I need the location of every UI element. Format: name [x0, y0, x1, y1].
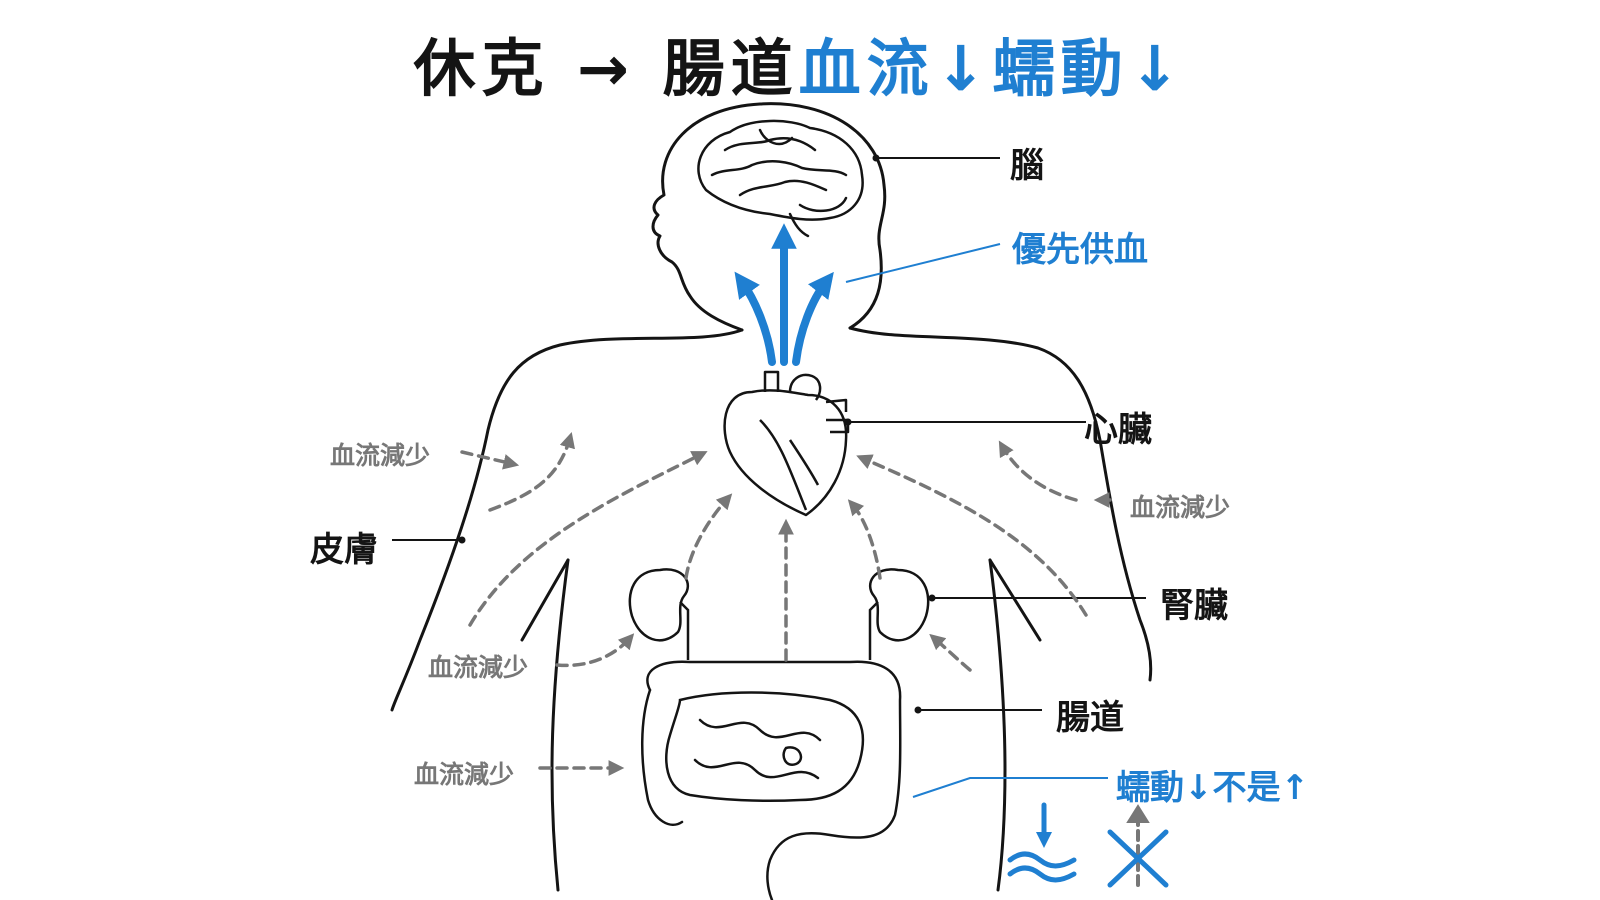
intestine-icon	[640, 660, 902, 900]
label-intestine: 腸道	[1056, 698, 1124, 738]
label-peristalsis-note: 蠕動↓不是↑	[1116, 768, 1309, 808]
body-outline	[390, 102, 1153, 892]
label-brain: 腦	[1010, 146, 1044, 186]
kidney-icon-left	[628, 568, 690, 660]
title-peristalsis: 蠕動	[992, 32, 1129, 105]
label-reduced-flow-gut: 血流減少	[414, 760, 515, 789]
title-blood-flow: 血流	[798, 32, 935, 105]
brain-icon	[697, 119, 864, 238]
title-intestine: 腸道	[662, 32, 799, 105]
label-reduced-flow-skin: 血流減少	[330, 441, 431, 470]
label-priority-supply: 優先供血	[1012, 230, 1148, 270]
label-kidney: 腎臟	[1160, 586, 1228, 626]
heart-icon	[723, 370, 850, 517]
title-down-arrow-1: ↓	[934, 32, 993, 105]
label-skin: 皮膚	[310, 530, 378, 570]
label-reduced-flow-kidney: 血流減少	[428, 653, 529, 682]
label-leaders-blue	[845, 243, 1108, 798]
leader-dots	[458, 154, 936, 714]
wave-down-icon	[1007, 802, 1077, 883]
priority-flow-arrows	[734, 223, 834, 366]
crossed-up-icon	[1107, 804, 1169, 888]
reduced-flow-arrows	[460, 431, 1112, 776]
page-title: 休克 → 腸道血流↓蠕動↓	[0, 18, 1600, 108]
title-arrow: →	[577, 32, 635, 105]
label-reduced-flow-right: 血流減少	[1130, 493, 1231, 522]
kidney-icon-right	[868, 568, 930, 660]
label-heart: 心臟	[1084, 410, 1152, 450]
title-shock: 休克	[413, 32, 550, 105]
title-down-arrow-2: ↓	[1128, 32, 1187, 105]
label-leaders	[392, 157, 1146, 711]
